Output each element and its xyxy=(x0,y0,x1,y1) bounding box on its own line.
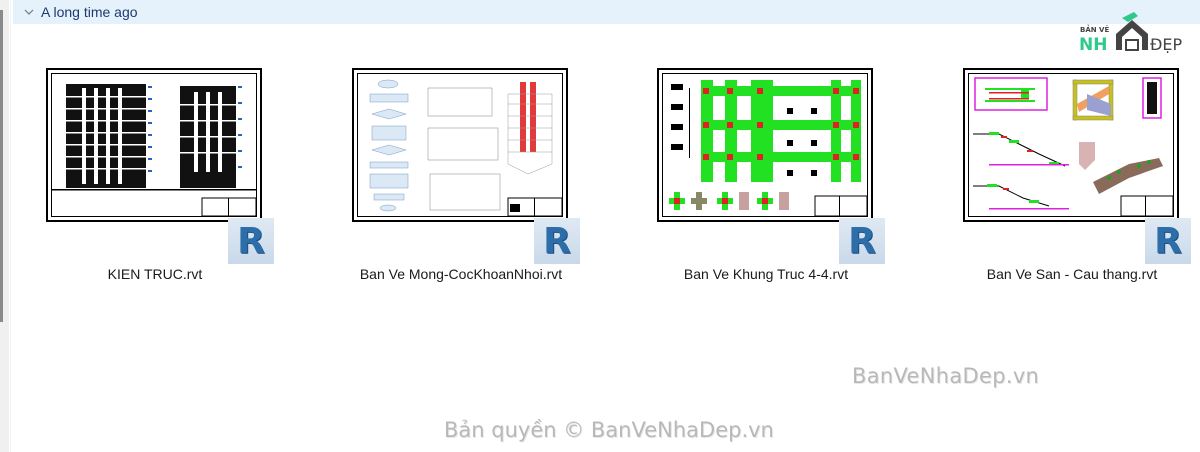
revit-icon: R xyxy=(1145,218,1191,264)
file-thumbnail xyxy=(352,68,568,222)
file-thumbnail xyxy=(46,68,262,222)
file-tile[interactable]: R Ban Ve Mong-CocKhoanNhoi.rvt xyxy=(352,68,592,288)
logo-line2-right: ĐẸP xyxy=(1150,35,1183,54)
file-tile[interactable]: R Ban Ve San - Cau thang.rvt xyxy=(963,68,1200,288)
logo-line2-left: NH xyxy=(1079,35,1107,55)
file-tile[interactable]: R KIEN TRUC.rvt xyxy=(46,68,286,288)
watermark-copyright: Bản quyền © BanVeNhaDep.vn xyxy=(444,418,774,442)
file-name[interactable]: Ban Ve San - Cau thang.rvt xyxy=(986,266,1158,282)
pane-divider[interactable] xyxy=(10,0,11,452)
watermark-site: BanVeNhaDep.vn xyxy=(852,364,1040,388)
file-thumbnail xyxy=(657,68,873,222)
logo-line1: BẢN VẼ xyxy=(1080,24,1109,34)
revit-icon: R xyxy=(228,218,274,264)
group-header[interactable]: A long time ago xyxy=(13,0,1200,24)
site-logo: BẢN VẼ NH ĐẸP xyxy=(1079,12,1183,55)
chevron-down-icon[interactable] xyxy=(23,6,35,18)
file-thumbnail xyxy=(963,68,1179,222)
left-pane-strip xyxy=(0,0,9,452)
scrollbar-thumb[interactable] xyxy=(0,10,3,322)
group-label: A long time ago xyxy=(41,4,138,20)
file-tile[interactable]: R Ban Ve Khung Truc 4-4.rvt xyxy=(657,68,897,288)
file-name[interactable]: KIEN TRUC.rvt xyxy=(107,266,203,282)
file-name[interactable]: Ban Ve Mong-CocKhoanNhoi.rvt xyxy=(359,266,563,282)
revit-icon: R xyxy=(534,218,580,264)
revit-icon: R xyxy=(839,218,885,264)
file-name[interactable]: Ban Ve Khung Truc 4-4.rvt xyxy=(683,266,849,282)
